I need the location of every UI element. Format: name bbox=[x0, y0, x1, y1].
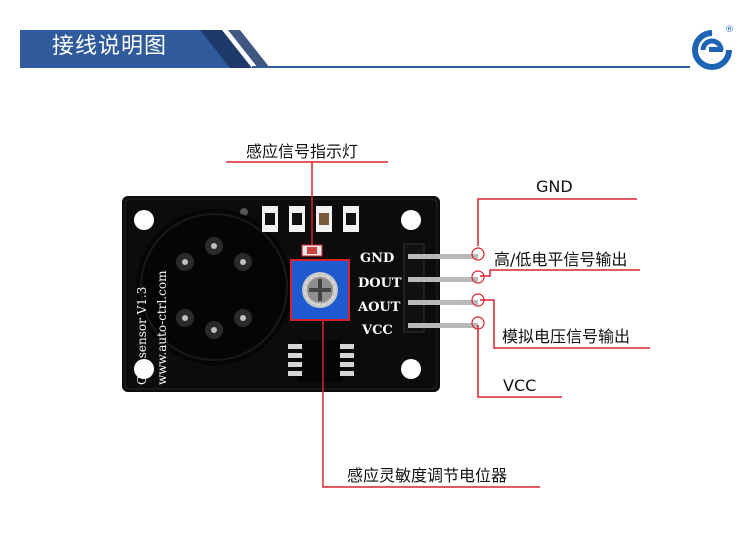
callout-analog-output: 模拟电压信号输出 bbox=[502, 327, 631, 346]
silkscreen-name: Gas sensor V1.3 bbox=[135, 287, 149, 385]
pin-label-vcc: VCC bbox=[361, 323, 393, 338]
header-pins bbox=[403, 243, 478, 333]
callout-vcc: VCC bbox=[503, 376, 537, 395]
registered-mark: ® bbox=[725, 25, 734, 35]
smd-components-top bbox=[262, 206, 359, 232]
mounting-hole bbox=[134, 359, 154, 379]
pin-callout-rings bbox=[471, 247, 485, 330]
mounting-hole bbox=[401, 359, 421, 379]
callout-gnd: GND bbox=[536, 177, 573, 196]
pin-label-gnd: GND bbox=[360, 251, 394, 266]
silkscreen-url: www.auto-ctrl.com bbox=[155, 270, 169, 385]
gas-sensor-element bbox=[136, 209, 292, 365]
sensitivity-potentiometer bbox=[290, 259, 350, 321]
callout-lines bbox=[226, 161, 650, 488]
sensor-board: Gas sensor V1.3 www.auto-ctrl.com GND bbox=[122, 196, 478, 392]
mounting-hole bbox=[401, 210, 421, 230]
brand-logo-icon bbox=[692, 30, 732, 70]
header-banner bbox=[20, 30, 732, 70]
callout-sensitivity-pot: 感应灵敏度调节电位器 bbox=[347, 466, 508, 485]
pin-label-dout: DOUT bbox=[358, 276, 402, 291]
page-title: 接线说明图 bbox=[52, 34, 168, 59]
comparator-chip bbox=[288, 340, 354, 382]
pin-label-aout: AOUT bbox=[357, 300, 401, 315]
callout-indicator-led: 感应信号指示灯 bbox=[246, 142, 359, 161]
callout-digital-output: 高/低电平信号输出 bbox=[494, 250, 628, 269]
mounting-hole bbox=[134, 210, 154, 230]
